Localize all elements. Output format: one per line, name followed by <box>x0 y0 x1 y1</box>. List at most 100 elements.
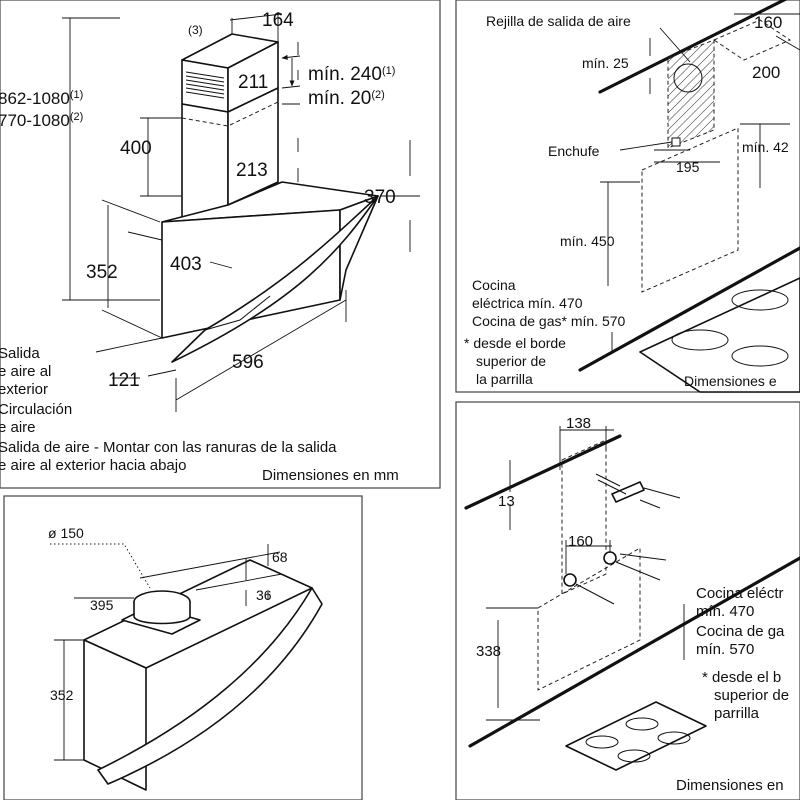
air-outlet-circle <box>673 63 703 93</box>
worktop-edge <box>468 556 800 748</box>
dim-352-line <box>54 639 84 761</box>
cooktop-burner-1 <box>585 735 619 749</box>
screws <box>595 473 681 509</box>
cooktop-line-3: Cocina de gas* mín. 570 <box>472 313 626 329</box>
dim-352-line <box>101 199 163 339</box>
dim-195: 195 <box>676 159 700 175</box>
units-label: Dimensiones en <box>676 777 784 794</box>
dim-164-line <box>229 12 283 42</box>
dim-min-450-line <box>600 181 640 286</box>
min-240: mín. 240 <box>308 64 382 85</box>
cooktop-line-1: Cocina eléctr <box>696 585 784 602</box>
svg-text:862-1080(1): 862-1080(1) <box>0 89 83 108</box>
dim-403-line <box>127 231 233 269</box>
hood-outline-zone <box>641 127 739 293</box>
dim-160-line <box>734 13 800 51</box>
panel-hood-dimensions: (3) 164 211 213 400 mín. 240(1) mín. 20(… <box>0 0 441 489</box>
dim-211: 211 <box>238 72 268 93</box>
svg-text:mín. 240(1): mín. 240(1) <box>308 64 395 85</box>
dim-160: 160 <box>754 13 782 32</box>
chimney-overlap-line <box>181 101 279 127</box>
bracket-right <box>603 551 617 565</box>
hood-glass-panel <box>97 587 323 785</box>
cooktop-burner-2 <box>625 717 659 731</box>
dim-160-line <box>565 540 612 574</box>
cooktop-burner-3 <box>617 749 651 763</box>
hood-glass-edge <box>204 295 271 331</box>
note-line-2: superior de <box>476 353 546 369</box>
cooktop-burner-4 <box>657 731 691 745</box>
dim-164: 164 <box>262 10 294 31</box>
svg-text:770-1080(2): 770-1080(2) <box>0 111 83 130</box>
chimney-side-lower <box>227 87 279 206</box>
note-line-3: la parrilla <box>476 371 533 387</box>
min-450: mín. 450 <box>560 233 615 249</box>
air-grille-zone <box>667 39 715 149</box>
cooktop-line-2: eléctrica mín. 470 <box>472 295 583 311</box>
panel-frame <box>455 401 800 800</box>
dim-68-line <box>139 544 283 600</box>
diameter-leader <box>50 543 151 589</box>
screws <box>575 553 667 605</box>
panel-frame <box>455 0 800 393</box>
legend-line-7: e aire al exterior hacia abajo <box>0 457 186 474</box>
worktop-edge <box>578 246 800 372</box>
dim-195-line <box>654 149 720 163</box>
dim-352: 352 <box>86 262 118 283</box>
cooktop-burner-3 <box>731 345 789 367</box>
socket-label: Enchufe <box>548 143 600 159</box>
dim-395: 395 <box>90 597 114 613</box>
dim-138-line <box>559 426 614 470</box>
mounting-brackets-lower <box>563 551 667 605</box>
ceiling-outlet-zone <box>712 19 792 61</box>
height-range-1-note: (1) <box>70 89 83 101</box>
min-20: mín. 20 <box>308 88 371 109</box>
min-25: mín. 25 <box>582 55 629 71</box>
cooktop-burner-2 <box>671 329 729 351</box>
ceiling-edge <box>464 434 622 510</box>
svg-text:mín. 20(2): mín. 20(2) <box>308 88 385 109</box>
dim-200: 200 <box>752 63 780 82</box>
leader-lines <box>619 27 691 151</box>
dim-596: 596 <box>232 352 264 373</box>
dim-370: 370 <box>364 187 396 208</box>
dim-160: 160 <box>568 533 593 550</box>
dim-211-line <box>282 56 301 88</box>
cooktop-line-3: Cocina de ga <box>696 623 785 640</box>
dim-min-42-line <box>740 123 790 188</box>
legend-line-1: Salida <box>0 345 40 362</box>
legend-line-4: Circulación <box>0 401 72 418</box>
cooktop <box>565 701 707 771</box>
height-range-1: 862-1080 <box>0 89 70 108</box>
dim-36: 36 <box>256 587 272 603</box>
chimney-vent-slots <box>185 71 225 99</box>
dim-400: 400 <box>120 138 152 159</box>
dim-121: 121 <box>108 370 140 391</box>
legend-line-5: e aire <box>0 419 36 436</box>
legend-line-2: e aire al <box>0 363 51 380</box>
dim-338-line <box>486 607 540 721</box>
note-line-1: * desde el borde <box>464 335 566 351</box>
socket-icon <box>671 137 681 147</box>
min-240-note: (1) <box>382 65 395 77</box>
grille-label: Rejilla de salida de aire <box>486 13 631 29</box>
panel-wall-mounting: 138 13 160 338 Cocina eléctr mín. 470 Co… <box>455 401 800 800</box>
panel-frame <box>3 495 363 800</box>
min-20-note: (2) <box>371 89 384 101</box>
dim-213: 213 <box>236 160 268 181</box>
panel-wall-clearances: Rejilla de salida de aire 160 200 mín. 2… <box>455 0 800 393</box>
chimney-outline <box>561 439 607 595</box>
legend-line-3: exterior <box>0 381 48 398</box>
dim-596-line <box>175 290 347 412</box>
note-line-2: superior de <box>714 687 789 704</box>
dim-338: 338 <box>476 643 501 660</box>
note-line-1: * desde el b <box>702 669 781 686</box>
height-range-2: 770-1080 <box>0 111 70 130</box>
units-label: Dimensiones e <box>684 373 777 389</box>
cooktop-line-4: mín. 570 <box>696 641 754 658</box>
hood-side-face <box>339 195 379 301</box>
bracket <box>611 481 645 503</box>
units-label: Dimensiones en mm <box>262 467 399 484</box>
height-range-2-note: (2) <box>70 111 83 123</box>
